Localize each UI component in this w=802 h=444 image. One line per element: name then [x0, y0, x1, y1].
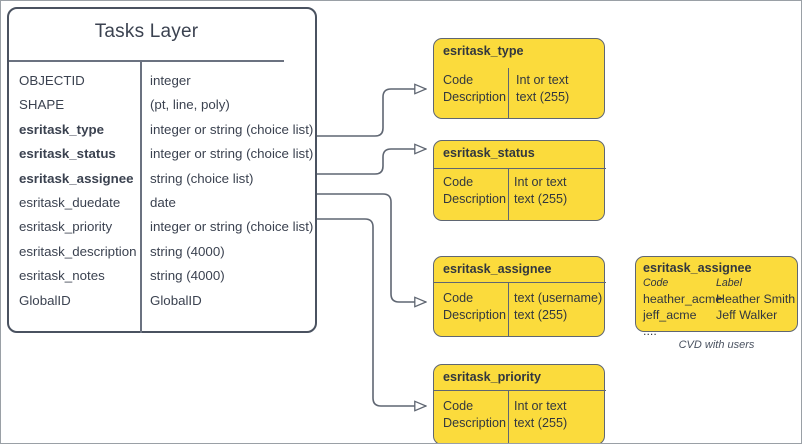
- field-name: GlobalID: [19, 292, 71, 308]
- cvd-code-cell: heather_acme: [643, 292, 723, 306]
- table-row: esritask_type integer or string (choice …: [9, 118, 315, 142]
- domain-title: esritask_status: [443, 146, 535, 160]
- cvd-label-column: Heather Smith Jeff Walker: [716, 291, 795, 323]
- domain-title: esritask_assignee: [443, 262, 552, 276]
- entity-title: Tasks Layer: [94, 21, 199, 42]
- cvd-code-cell: jeff_acme: [643, 308, 697, 322]
- cvd-ellipsis: ....: [643, 324, 657, 338]
- field-name: esritask_description: [19, 243, 137, 259]
- entity-title-divider: [9, 60, 284, 62]
- connector-priority: [317, 218, 426, 406]
- domain-cell: Description: [443, 415, 506, 430]
- domain-cell: text (255): [514, 307, 568, 322]
- field-type: integer or string (choice list): [150, 146, 314, 162]
- domain-cell: text (username): [514, 291, 603, 305]
- domain-box-esritask-assignee: esritask_assignee Code Description text …: [433, 256, 606, 337]
- domain-right-column: text (username) text (255): [514, 290, 602, 323]
- domain-right-column: Int or text text (255): [514, 398, 567, 431]
- cvd-example-box: esritask_assignee Code Label heather_acm…: [635, 256, 798, 338]
- table-row: esritask_duedate date: [9, 191, 315, 215]
- field-name: esritask_status: [19, 146, 116, 162]
- domain-box-esritask-type: esritask_type Code Description Int or te…: [433, 38, 605, 119]
- entity-tasks-layer: Tasks Layer OBJECTID integer SHAPE (pt, …: [7, 7, 317, 333]
- table-row: esritask_status integer or string (choic…: [9, 142, 315, 166]
- field-type: string (choice list): [150, 170, 254, 186]
- domain-cell: Code: [443, 73, 474, 87]
- field-type: GlobalID: [150, 292, 202, 308]
- domain-left-column: Code Description: [443, 72, 506, 105]
- table-row: GlobalID GlobalID: [9, 289, 315, 313]
- domain-column-divider: [508, 68, 510, 118]
- domain-column-divider: [508, 168, 510, 220]
- domain-left-column: Code Description: [443, 290, 506, 323]
- field-name: esritask_notes: [19, 268, 105, 284]
- connector-type: [317, 89, 426, 137]
- table-row: esritask_priority integer or string (cho…: [9, 215, 315, 239]
- domain-cell: text (255): [514, 191, 568, 206]
- domain-right-column: Int or text text (255): [516, 72, 569, 105]
- field-list: OBJECTID integer SHAPE (pt, line, poly) …: [9, 69, 315, 313]
- domain-header-divider: [434, 168, 606, 170]
- domain-left-column: Code Description: [443, 398, 506, 431]
- table-row: esritask_notes string (4000): [9, 264, 315, 288]
- domain-cell: Description: [443, 191, 506, 206]
- domain-left-column: Code Description: [443, 174, 506, 207]
- domain-title: esritask_type: [443, 44, 524, 58]
- connector-assignee: [317, 193, 426, 302]
- table-row: SHAPE (pt, line, poly): [9, 93, 315, 117]
- domain-title: esritask_priority: [443, 370, 542, 384]
- field-name: esritask_duedate: [19, 194, 121, 210]
- field-type: integer: [150, 73, 191, 88]
- domain-right-column: Int or text text (255): [514, 174, 567, 207]
- domain-cell: Description: [443, 307, 506, 322]
- domain-cell: text (255): [516, 89, 570, 104]
- field-type: (pt, line, poly): [150, 97, 230, 113]
- connector-status: [317, 149, 426, 175]
- field-name: esritask_priority: [19, 219, 113, 235]
- cvd-label-cell: Heather Smith: [716, 292, 796, 306]
- cvd-caption: CVD with users: [678, 339, 755, 351]
- domain-cell: Int or text: [514, 399, 567, 413]
- domain-header-divider: [434, 390, 606, 392]
- field-type: string (4000): [150, 268, 225, 284]
- domain-cell: Int or text: [516, 73, 569, 87]
- cvd-label-cell: Jeff Walker: [716, 308, 778, 322]
- field-type: date: [150, 194, 176, 210]
- cvd-title: esritask_assignee: [643, 261, 752, 275]
- domain-cell: Int or text: [514, 175, 567, 189]
- cvd-code-column: heather_acme jeff_acme ....: [643, 291, 722, 339]
- field-type: integer or string (choice list): [150, 121, 314, 137]
- field-type: string (4000): [150, 243, 225, 259]
- table-row: esritask_description string (4000): [9, 240, 315, 264]
- field-name: OBJECTID: [19, 73, 85, 88]
- cvd-header-code: Code: [643, 277, 669, 289]
- table-row: OBJECTID integer: [9, 69, 315, 93]
- domain-box-esritask-status: esritask_status Code Description Int or …: [433, 140, 606, 221]
- cvd-header-label: Label: [716, 277, 742, 289]
- domain-column-divider: [508, 390, 510, 443]
- domain-cell: Description: [443, 89, 506, 104]
- field-name: esritask_assignee: [19, 170, 134, 186]
- field-type: integer or string (choice list): [150, 219, 314, 235]
- domain-header-divider: [434, 282, 606, 284]
- field-name: esritask_type: [19, 121, 105, 137]
- domain-box-esritask-priority: esritask_priority Code Description Int o…: [433, 364, 606, 443]
- field-name: SHAPE: [19, 97, 65, 113]
- domain-cell: Code: [443, 399, 474, 413]
- domain-cell: text (255): [514, 415, 568, 430]
- domain-cell: Code: [443, 291, 474, 305]
- domain-column-divider: [508, 282, 510, 336]
- domain-cell: Code: [443, 175, 474, 189]
- table-row: esritask_assignee string (choice list): [9, 167, 315, 191]
- entity-column-divider: [140, 62, 142, 333]
